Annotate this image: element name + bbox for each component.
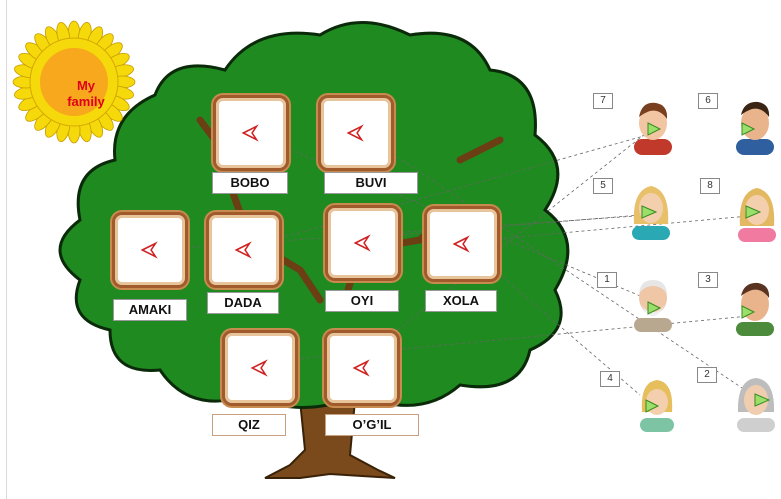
label-amaki: AMAKI: [113, 299, 187, 321]
badge-line-2: family: [67, 94, 105, 109]
label-buvi: BUVI: [324, 172, 418, 194]
my-family-badge: My family: [12, 20, 136, 144]
speaker-icon[interactable]: [249, 357, 271, 379]
blonde-woman-pink-icon[interactable]: [734, 182, 780, 242]
man-green-shirt-icon[interactable]: [732, 276, 778, 336]
sun-flower-icon: [12, 20, 136, 144]
label-xola: XOLA: [425, 290, 497, 312]
number-box: 2: [697, 367, 717, 383]
drop-slot-xola[interactable]: [424, 206, 500, 282]
number-box: 8: [700, 178, 720, 194]
label-qiz: QIZ: [212, 414, 286, 436]
drop-slot-ogil[interactable]: [324, 330, 400, 406]
old-woman-gray-icon[interactable]: [733, 372, 779, 432]
drop-slot-dada[interactable]: [206, 212, 282, 288]
speaker-icon[interactable]: [351, 357, 373, 379]
label-dada: DADA: [207, 292, 279, 314]
drop-slot-buvi[interactable]: [318, 95, 394, 171]
speaker-icon[interactable]: [233, 239, 255, 261]
drop-slot-qiz[interactable]: [222, 330, 298, 406]
number-box: 4: [600, 371, 620, 387]
drop-slot-oyi[interactable]: [325, 205, 401, 281]
number-box: 5: [593, 178, 613, 194]
drop-slot-amaki[interactable]: [112, 212, 188, 288]
old-man-beard-icon[interactable]: [630, 272, 676, 332]
drop-slot-bobo[interactable]: [213, 95, 289, 171]
girl-blonde-icon[interactable]: [634, 372, 680, 432]
number-box: 1: [597, 272, 617, 288]
speaker-icon[interactable]: [451, 233, 473, 255]
label-oyi: OYI: [325, 290, 399, 312]
man-blue-shirt-icon[interactable]: [732, 95, 778, 155]
badge-line-1: My: [76, 78, 96, 93]
label-bobo: BOBO: [212, 172, 288, 194]
young-man-red-shirt-icon[interactable]: [630, 95, 676, 155]
speaker-icon[interactable]: [139, 239, 161, 261]
badge-title: My family: [50, 78, 122, 110]
number-box: 7: [593, 93, 613, 109]
page-edge-divider: [6, 0, 7, 499]
blonde-woman-teal-icon[interactable]: [628, 180, 674, 240]
number-box: 6: [698, 93, 718, 109]
speaker-icon[interactable]: [352, 232, 374, 254]
speaker-icon[interactable]: [345, 122, 367, 144]
number-box: 3: [698, 272, 718, 288]
label-ogil: O’G’IL: [325, 414, 419, 436]
speaker-icon[interactable]: [240, 122, 262, 144]
